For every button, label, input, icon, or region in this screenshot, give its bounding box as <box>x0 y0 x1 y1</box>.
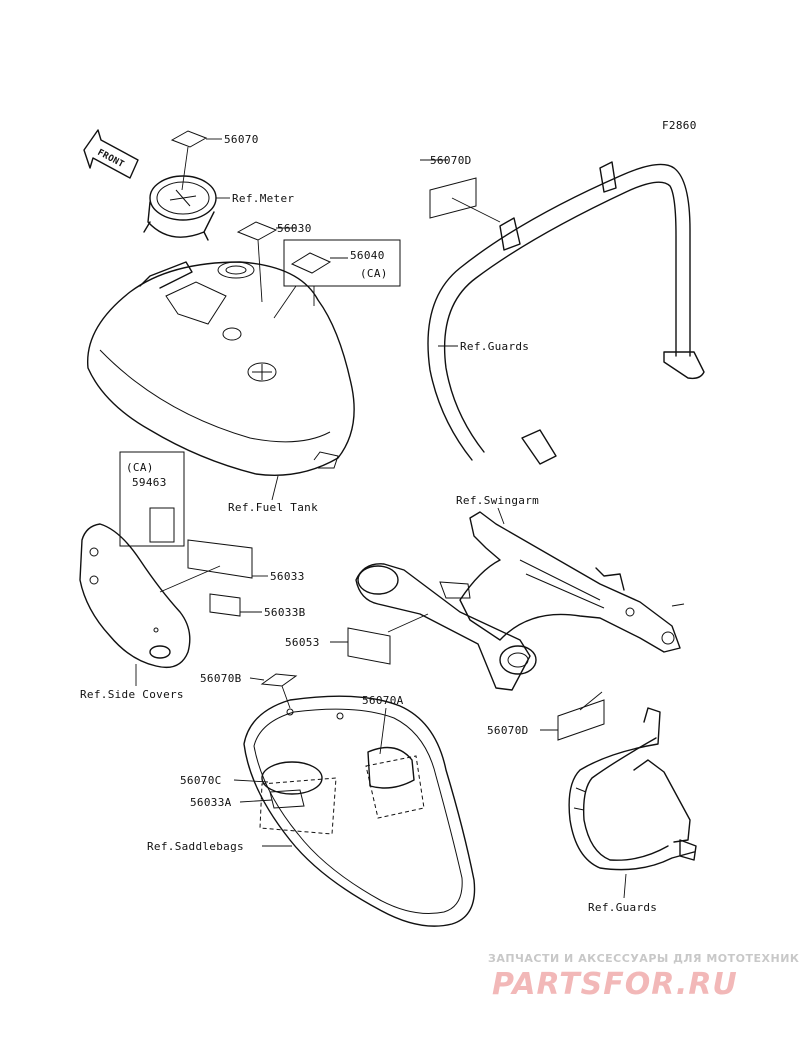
label-56033: 56033 <box>270 570 305 583</box>
label-56033A: 56033A <box>190 796 232 809</box>
label-56030: 56030 <box>277 222 312 235</box>
watermark-tagline: ЗАПЧАСТИ И АКСЕССУАРЫ ДЛЯ МОТОТЕХНИКИ <box>488 952 800 965</box>
label-59463-ca: (CA) <box>126 461 154 474</box>
guards-bottom-part <box>568 707 697 899</box>
saddlebag-part <box>243 695 476 927</box>
decal-56070-top <box>170 130 222 191</box>
fuel-tank-part <box>87 261 355 501</box>
label-56070D-bottom: 56070D <box>487 724 529 737</box>
front-arrow-icon: FRONT <box>83 129 139 179</box>
label-56040: 56040 <box>350 249 385 262</box>
guards-top-part <box>427 161 705 465</box>
decal-56070A <box>365 707 425 819</box>
watermark-logo: PARTSFOR.RU <box>492 967 738 1002</box>
decal-56070D-top <box>420 159 501 223</box>
decal-56033A <box>239 789 305 809</box>
label-ref-fuel-tank: Ref.Fuel Tank <box>228 501 318 514</box>
decal-56033B <box>209 593 262 617</box>
label-56070D-top: 56070D <box>430 154 472 167</box>
label-56033B: 56033B <box>264 606 306 619</box>
decal-56070D-bottom <box>540 691 605 741</box>
meter-part <box>143 175 230 241</box>
decal-56053 <box>330 613 429 665</box>
label-ref-guards-top: Ref.Guards <box>460 340 529 353</box>
label-56070-top: 56070 <box>224 133 259 146</box>
figure-code: F2860 <box>662 119 697 132</box>
label-ref-side-covers: Ref.Side Covers <box>80 688 184 701</box>
label-ref-guards-bottom: Ref.Guards <box>588 901 657 914</box>
decal-56070B <box>249 673 298 709</box>
label-ref-saddlebags: Ref.Saddlebags <box>147 840 244 853</box>
side-cover-part <box>79 523 191 686</box>
label-56070B: 56070B <box>200 672 242 685</box>
label-56053: 56053 <box>285 636 320 649</box>
decal-59463-box <box>119 451 185 547</box>
label-56040-ca: (CA) <box>360 267 388 280</box>
decal-56030 <box>236 221 296 303</box>
decal-56033 <box>159 539 268 593</box>
swingarm-part <box>355 507 685 691</box>
label-ref-swingarm: Ref.Swingarm <box>456 494 539 507</box>
decal-56070C <box>233 779 269 783</box>
decal-56040-box <box>273 239 401 319</box>
label-56070C: 56070C <box>180 774 222 787</box>
label-59463: 59463 <box>132 476 167 489</box>
label-ref-meter: Ref.Meter <box>232 192 294 205</box>
